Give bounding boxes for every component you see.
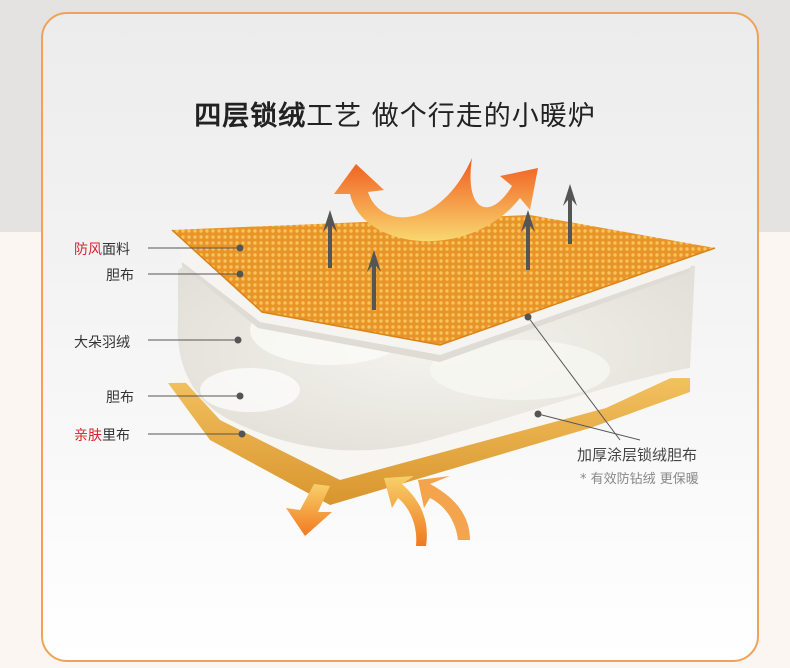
outer-mesh-layer (172, 215, 715, 345)
note-sub: * 有效防钻绒 更保暖 (580, 472, 699, 487)
title-rest: 工艺 做个行走的小暖炉 (306, 101, 596, 132)
label-lining: 亲肤里布 (74, 425, 130, 445)
wind-arrow-bottom-right (384, 476, 427, 546)
wind-arrow-top (334, 158, 538, 242)
page-title: 四层锁绒工艺 做个行走的小暖炉 (0, 94, 790, 133)
title-bold: 四层锁绒 (194, 101, 307, 132)
label-outer-red: 防风 (74, 242, 102, 258)
note-main: 加厚涂层锁绒胆布 (577, 446, 698, 464)
label-down: 大朵羽绒 (74, 335, 130, 351)
wind-arrow-bottom-left (286, 484, 332, 536)
label-inner-top: 胆布 (106, 268, 134, 284)
label-lining-rest: 里布 (102, 428, 130, 444)
label-inner-bottom: 胆布 (106, 390, 134, 406)
label-outer-fabric: 防风面料 (74, 239, 130, 259)
label-lining-red: 亲肤 (74, 428, 102, 444)
label-outer-rest: 面料 (102, 242, 130, 258)
warmth-arrows (323, 184, 577, 310)
